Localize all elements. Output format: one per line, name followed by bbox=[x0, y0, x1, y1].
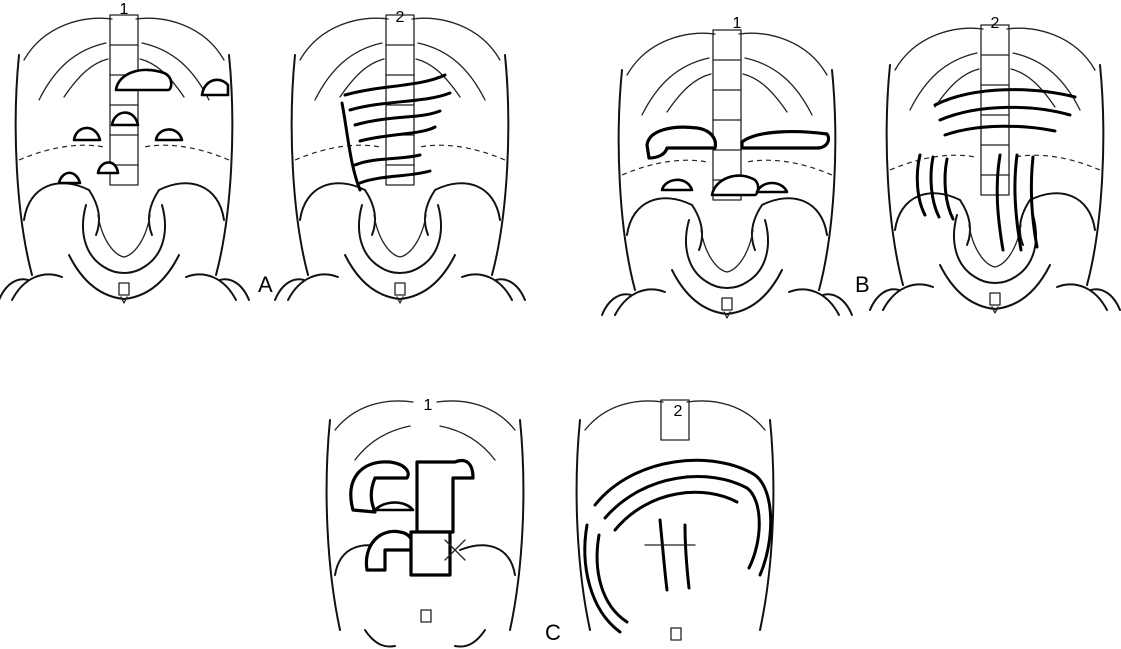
panel-c-view-1-label: 1 bbox=[424, 397, 433, 414]
panel-c-view-1 bbox=[327, 401, 524, 647]
panel-a-view-1 bbox=[0, 15, 249, 303]
panel-b-view-1 bbox=[602, 30, 852, 318]
panel-b-view-2-label: 2 bbox=[991, 15, 1000, 32]
panel-a-view-1-label: 1 bbox=[120, 1, 129, 18]
panel-c-view-2-label: 2 bbox=[674, 403, 683, 420]
panel-b: 1 2 B bbox=[602, 15, 1120, 318]
panel-a: 1 2 A bbox=[0, 1, 525, 303]
panel-a-letter: A bbox=[258, 272, 273, 297]
panel-b-view-1-label: 1 bbox=[733, 15, 742, 32]
panel-b-letter: B bbox=[855, 272, 870, 297]
panel-a-view-2-label: 2 bbox=[396, 9, 405, 26]
panel-a-view-2 bbox=[275, 15, 525, 303]
panel-c-letter: C bbox=[545, 620, 561, 645]
panel-c: 1 2 C bbox=[327, 397, 774, 647]
panel-b-view-2 bbox=[870, 25, 1120, 313]
panel-c-view-2 bbox=[577, 400, 774, 640]
